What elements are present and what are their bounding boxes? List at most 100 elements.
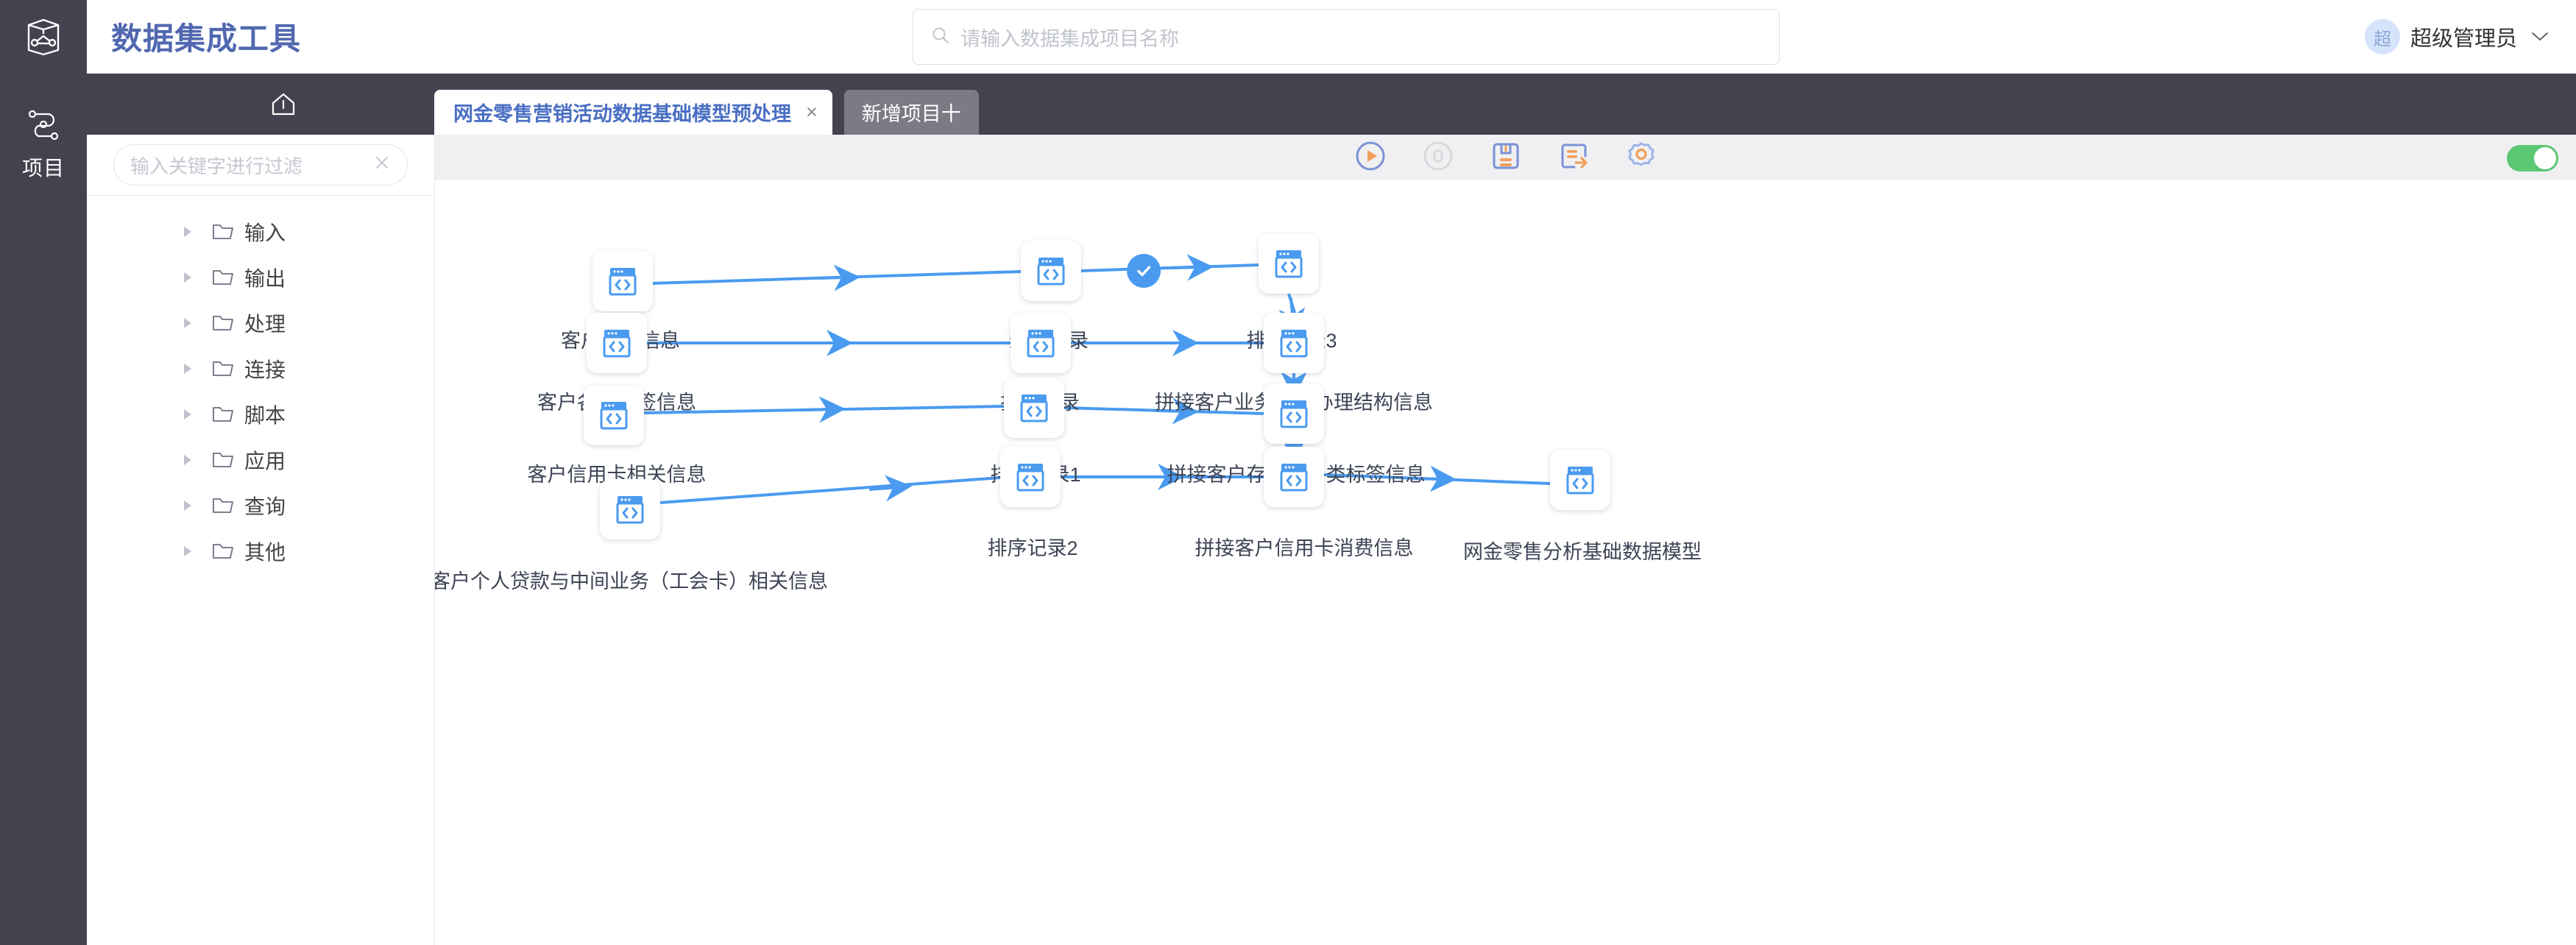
chevron-down-icon[interactable]: [2530, 26, 2550, 47]
run-button[interactable]: [1351, 138, 1390, 177]
tab-list: 网金零售营销活动数据基础模型预处理 × 新增项目十: [434, 90, 979, 135]
tab-strip: 网金零售营销活动数据基础模型预处理 × 新增项目十: [87, 74, 2576, 135]
check-badge[interactable]: [1127, 254, 1161, 288]
flow-node[interactable]: [1264, 383, 1324, 444]
chevron-right-icon[interactable]: [184, 546, 191, 556]
edge-n2-n3: [1080, 263, 1259, 272]
code-window-icon: [1566, 467, 1594, 495]
home-button[interactable]: [258, 85, 309, 127]
chevron-right-icon[interactable]: [184, 272, 191, 283]
chevron-right-icon[interactable]: [184, 364, 191, 374]
flow-node[interactable]: [592, 251, 653, 311]
export-button[interactable]: [1554, 138, 1593, 177]
filter-input[interactable]: 输入关键字进行过滤: [113, 144, 408, 185]
flow-node[interactable]: [1004, 378, 1064, 438]
user-name: 超级管理员: [2410, 27, 2517, 51]
flow-node[interactable]: [1011, 313, 1071, 373]
toggle-knob: [2534, 147, 2556, 169]
chevron-right-icon[interactable]: [184, 318, 191, 328]
tree-item-label: 输出: [244, 267, 286, 290]
tree-item-query[interactable]: 查询: [87, 483, 434, 528]
user-menu[interactable]: 超 超级管理员: [2364, 0, 2550, 74]
flow-node[interactable]: [1021, 241, 1081, 301]
tree-list: 输入 输出 处理: [87, 196, 434, 574]
flow-node[interactable]: [1000, 447, 1061, 507]
flow-node[interactable]: [1264, 447, 1324, 507]
flow-node[interactable]: [1264, 313, 1324, 373]
code-window-icon: [1280, 330, 1308, 358]
flow-node[interactable]: [600, 479, 660, 539]
code-window-icon: [616, 496, 644, 524]
tree-item-label: 其他: [244, 541, 286, 564]
tree-item-application[interactable]: 应用: [87, 437, 434, 483]
folder-icon: [212, 222, 234, 241]
tree-item-script[interactable]: 脚本: [87, 392, 434, 437]
flow-node[interactable]: [1550, 450, 1610, 510]
folder-icon: [212, 542, 234, 561]
tree-item-label: 查询: [244, 495, 286, 518]
global-search[interactable]: 请输入数据集成项目名称: [913, 9, 1780, 65]
flow-node[interactable]: [587, 313, 647, 373]
left-rail: 项目: [0, 0, 87, 945]
code-window-icon: [1275, 250, 1303, 278]
play-circle-icon: [1354, 140, 1387, 176]
code-window-icon: [1016, 464, 1044, 492]
chevron-right-icon[interactable]: [184, 500, 191, 511]
flow-node-label: 客户个人贷款与中间业务（工会卡）相关信息: [435, 570, 828, 592]
folder-icon: [212, 496, 234, 515]
tree-item-input[interactable]: 输入: [87, 209, 434, 255]
tree-filter-row: 输入关键字进行过滤: [87, 135, 434, 195]
tab-label: 网金零售营销活动数据基础模型预处理: [453, 103, 791, 125]
flow-edges: [643, 254, 1551, 504]
sidebar-item-projects[interactable]: 项目: [22, 109, 65, 182]
tab-label: 新增项目十: [861, 103, 961, 125]
edge-arrow-n7-n8: [802, 396, 846, 423]
app-logo: [0, 0, 87, 74]
top-header: 数据集成工具 请输入数据集成项目名称 超 超级管理员: [87, 0, 2576, 74]
stop-button[interactable]: [1418, 138, 1458, 177]
tree-item-connect[interactable]: 连接: [87, 346, 434, 392]
folder-icon: [212, 359, 234, 378]
folder-icon: [212, 268, 234, 287]
chevron-right-icon[interactable]: [184, 409, 191, 420]
home-icon: [269, 91, 298, 122]
code-window-icon: [1037, 258, 1065, 286]
tab-project-active[interactable]: 网金零售营销活动数据基础模型预处理 ×: [434, 90, 832, 135]
close-icon[interactable]: ×: [806, 101, 818, 123]
code-window-icon: [600, 402, 628, 430]
flow-node[interactable]: [1259, 233, 1319, 294]
sidebar-item-label: 项目: [21, 157, 65, 180]
flow-node-label: 网金零售分析基础数据模型: [1463, 541, 1702, 563]
close-icon[interactable]: [373, 154, 391, 177]
divider: [87, 195, 434, 196]
folder-icon: [212, 405, 234, 424]
folder-icon: [212, 314, 234, 333]
tree-item-process[interactable]: 处理: [87, 300, 434, 346]
avatar: 超: [2364, 19, 2400, 54]
save-floppy-icon: [1489, 139, 1523, 177]
tree-item-label: 输入: [244, 222, 286, 244]
edge-arrow-n1-n2: [817, 264, 860, 291]
tree-item-other[interactable]: 其他: [87, 528, 434, 574]
edge-arrow-n2-n3: [1170, 254, 1214, 281]
code-window-icon: [1027, 330, 1055, 358]
edge-n13-n10: [659, 476, 1001, 504]
code-window-icon: [1020, 394, 1048, 422]
tree-item-label: 处理: [244, 313, 286, 336]
search-input[interactable]: 请输入数据集成项目名称: [913, 9, 1780, 65]
tab-new-project[interactable]: 新增项目十: [843, 90, 979, 135]
canvas-toggle[interactable]: [2507, 145, 2558, 171]
stop-circle-icon: [1422, 140, 1454, 176]
chevron-right-icon[interactable]: [184, 227, 191, 237]
save-button[interactable]: [1486, 138, 1526, 177]
flow-nodes-icon: [26, 109, 61, 145]
chevron-right-icon[interactable]: [184, 455, 191, 465]
flow-node[interactable]: [584, 385, 644, 445]
tree-item-output[interactable]: 输出: [87, 255, 434, 300]
settings-button[interactable]: [1621, 138, 1661, 177]
flow-node-label: 排序记录2: [987, 537, 1078, 559]
component-tree-panel: 输入关键字进行过滤 输入: [87, 135, 435, 945]
flow-canvas[interactable]: 客户基础信息 过滤记录 排序记录3: [435, 180, 2576, 945]
search-placeholder: 请输入数据集成项目名称: [960, 27, 1179, 50]
filter-placeholder: 输入关键字进行过滤: [130, 155, 303, 177]
